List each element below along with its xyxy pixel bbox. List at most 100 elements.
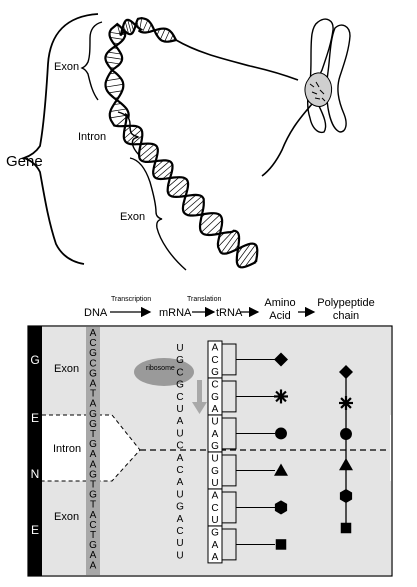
polypeptide-chain (339, 365, 353, 534)
polypeptide-triangle-icon (339, 458, 353, 471)
trna-base: A (212, 491, 219, 502)
dna-base: A (90, 560, 97, 571)
helix-rung (141, 147, 158, 162)
ribosome-label: ribosome (146, 365, 175, 372)
amino-acids (274, 352, 288, 550)
polypeptide-asterisk-icon (339, 396, 353, 410)
polypeptide-diamond-icon (339, 365, 353, 379)
trna-base: U (211, 515, 218, 526)
dna-double-helix (104, 16, 259, 269)
helix-rung (199, 212, 215, 227)
helix-rung (220, 231, 238, 254)
trna-connector (222, 528, 275, 561)
dna-base: G (89, 439, 97, 450)
helix-rung (182, 194, 197, 207)
mrna-base: U (176, 428, 183, 439)
dna-base: A (90, 449, 97, 460)
amino-acid-triangle-icon (274, 463, 288, 476)
region-label-exon-1: Exon (54, 363, 79, 375)
dna-base: G (89, 419, 97, 430)
helix-rung (115, 116, 127, 127)
polypeptide-circle-icon (340, 428, 352, 440)
helix-rung (106, 78, 121, 82)
dna-base: G (89, 368, 97, 379)
splice-connector (112, 415, 390, 481)
exon-label-top: Exon (54, 61, 79, 73)
flow-amino-1: Amino (264, 297, 295, 309)
mrna-base: G (176, 355, 184, 366)
dna-base: A (90, 550, 97, 561)
mrna-base: U (176, 538, 183, 549)
helix-rung (236, 243, 251, 263)
trna-base: G (211, 441, 219, 452)
helix-rung (106, 61, 120, 65)
helix-rung (110, 37, 124, 40)
polypeptide-asterisk-icon-stroke (340, 397, 352, 409)
mrna-base: G (176, 502, 184, 513)
side-letter-e1: E (31, 411, 39, 425)
flow-legend: DNA Transcription mRNA Translation tRNA … (84, 296, 375, 322)
amino-acid-asterisk-icon (274, 389, 288, 404)
helix-strand-a (104, 18, 257, 269)
dna-base: C (89, 338, 96, 349)
trna-connector (222, 454, 275, 487)
dna-base: T (90, 530, 96, 541)
helix-rung (167, 178, 186, 194)
helix-rung (147, 153, 158, 163)
helix-rung (153, 160, 164, 170)
mrna-base: A (177, 416, 184, 427)
dna-base: G (89, 348, 97, 359)
dna-base: C (89, 358, 96, 369)
trna-base: A (212, 343, 219, 354)
helix-rung (226, 236, 240, 254)
amino-acid-diamond-icon (274, 352, 288, 367)
amino-acid-hexagon-icon (274, 500, 288, 515)
helix-rung (126, 129, 142, 143)
dna-base: A (90, 399, 97, 410)
trna-base: A (212, 552, 219, 563)
helix-rung (156, 164, 173, 179)
trna-connector (222, 380, 275, 413)
dna-base: T (90, 480, 96, 491)
exon-label-middle: Exon (120, 211, 145, 223)
helix-rung (105, 56, 123, 60)
flow-dna: DNA (84, 307, 108, 319)
helix-rung (171, 182, 189, 197)
trna-base: A (212, 404, 219, 415)
helix-rung (127, 19, 132, 34)
helix-rung (162, 170, 173, 180)
helix-rung (183, 196, 202, 213)
dna-base: G (89, 540, 97, 551)
helix-rung (142, 20, 149, 33)
helix-rung (239, 244, 256, 267)
side-letter-e2: E (31, 523, 39, 537)
dna-base: G (89, 469, 97, 480)
mrna-base: G (176, 380, 184, 391)
helix-rung (132, 135, 143, 145)
helix-rung (187, 200, 204, 216)
trna-connector (222, 491, 275, 524)
mrna-base: C (176, 526, 183, 537)
trna-base: C (211, 503, 218, 514)
ribosome-down-arrow (192, 380, 207, 414)
polypeptide-hexagon-icon (339, 489, 353, 503)
flow-poly-2: chain (333, 310, 359, 322)
trna-base: G (211, 528, 219, 539)
mrna-base: U (176, 550, 183, 561)
helix-rung (139, 143, 149, 152)
trna-base: G (211, 466, 219, 477)
amino-acid-asterisk-icon-stroke (275, 390, 287, 403)
mrna-base: C (176, 392, 183, 403)
expression-panel: G E N E Exon Intron Exon ribosome ACGCGA… (27, 325, 393, 577)
mrna-base: A (177, 453, 184, 464)
helix-rung (217, 231, 233, 248)
mrna-base: U (176, 343, 183, 354)
trna-base: A (212, 540, 219, 551)
intron-label-top: Intron (78, 131, 106, 143)
mrna-base: C (176, 367, 183, 378)
mrna-base: A (177, 514, 184, 525)
trna-base: U (211, 478, 218, 489)
helix-rung (108, 90, 123, 94)
gene-side-bar (28, 326, 42, 576)
